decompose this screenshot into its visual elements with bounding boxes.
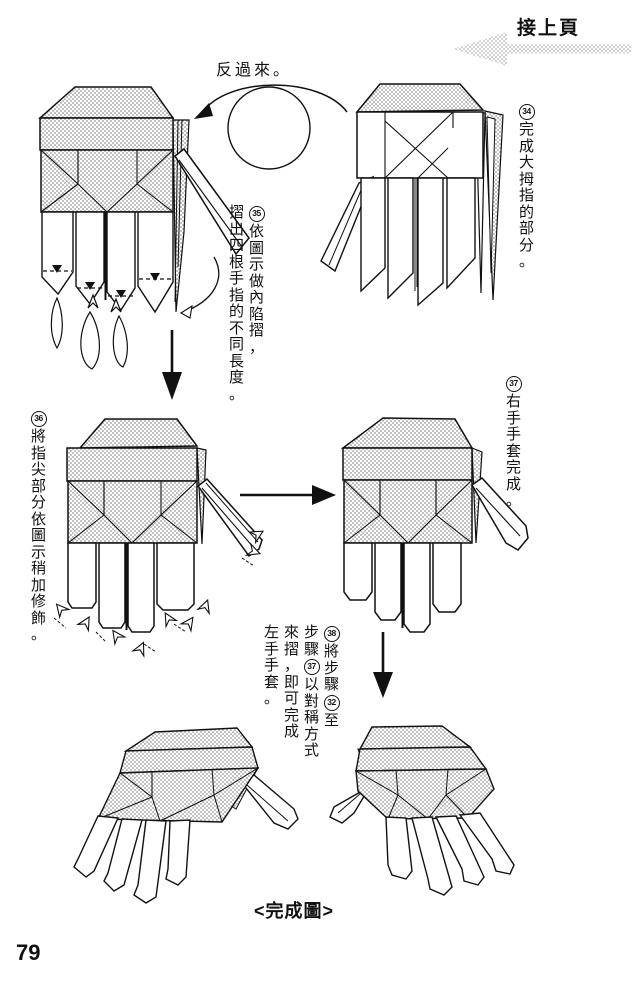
- diagram-step-35-glove-front: [38, 86, 250, 370]
- continued-arrow-icon: [453, 32, 631, 66]
- down-arrow-icon: [162, 330, 182, 400]
- circled-step-number: 32: [323, 694, 340, 711]
- down-arrow-icon: [373, 632, 393, 698]
- circled-step-number: 37: [505, 376, 522, 392]
- circled-step-number: 36: [30, 411, 47, 427]
- diagram-finished-right-glove: [73, 727, 299, 904]
- circled-step-number: 34: [518, 104, 535, 120]
- right-arrow-icon: [240, 485, 336, 505]
- page-number: 79: [16, 940, 41, 965]
- diagram-step-37-right-glove: [340, 417, 529, 633]
- turn-over-icon: [194, 84, 348, 170]
- diagram-step-36-glove: [53, 418, 265, 659]
- finished-figure-label: <完成圖>: [254, 901, 335, 921]
- circled-step-number: 35: [248, 206, 265, 222]
- diagram-step-34-glove-back: [320, 83, 504, 307]
- circled-step-number: 37: [303, 659, 320, 675]
- turn-over-label: 反過來。: [216, 62, 293, 79]
- diagram-finished-left-glove: [329, 725, 515, 896]
- circled-step-number: 38: [323, 626, 340, 642]
- continued-from-previous-page-label: 接上頁: [517, 18, 581, 39]
